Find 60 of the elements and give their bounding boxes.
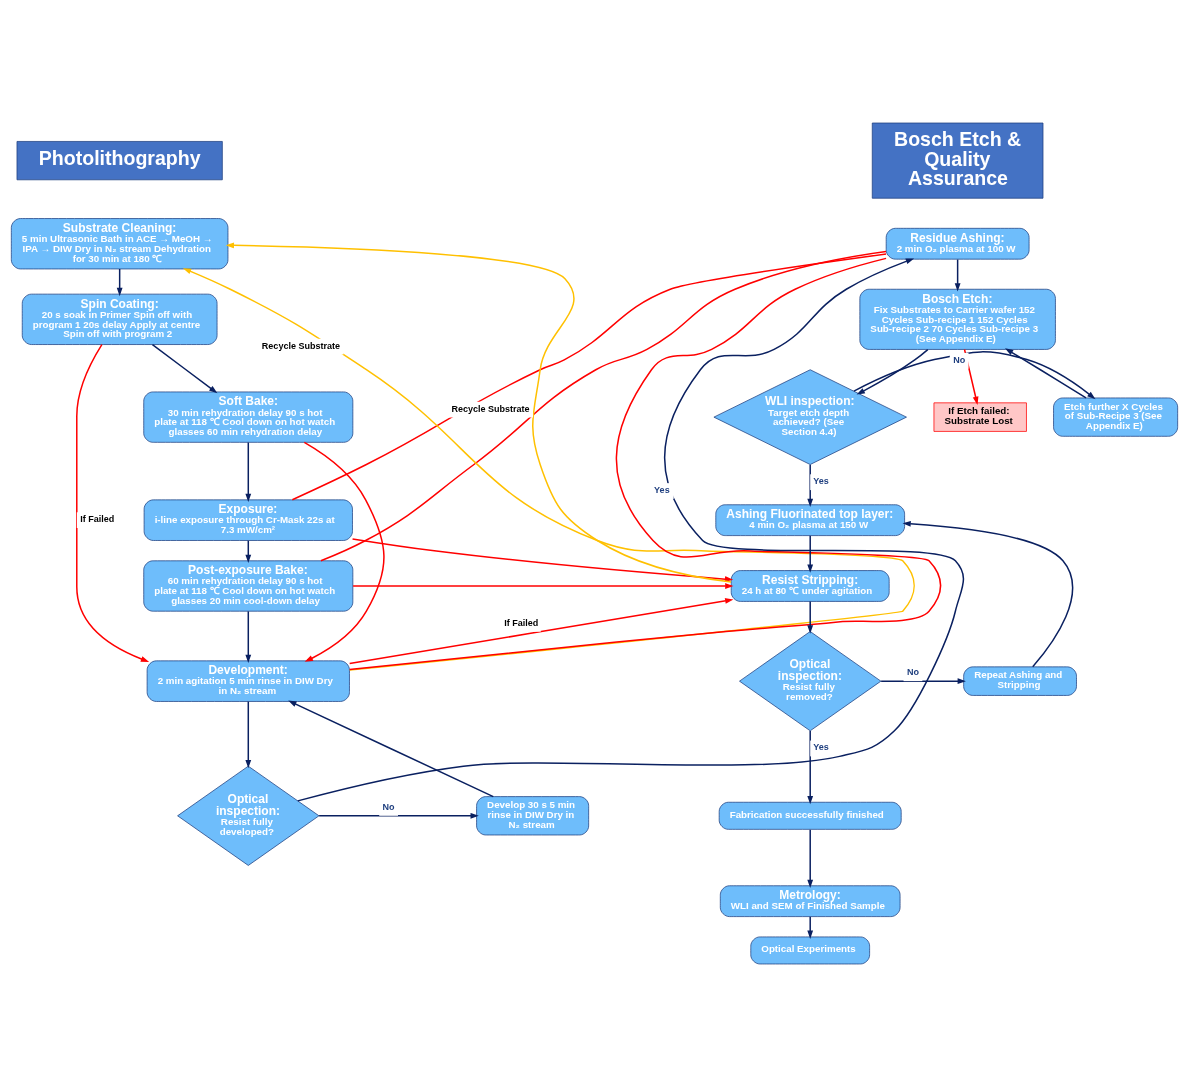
edge-label: Recycle Substrate	[261, 340, 341, 351]
arrow	[807, 915, 814, 939]
arrow	[352, 582, 734, 589]
edge-label: If Failed	[504, 617, 539, 628]
edge-label: No	[382, 801, 395, 812]
connector	[348, 257, 942, 670]
node-box: Post-exposure Bake: 60 min rehydration delay 90 s hot plate at 118 ℃ Cool down on hot watch glasses 20 min cool-down delay	[143, 559, 354, 612]
node-box: Soft Bake: 30 min rehydration delay 90 s hot plate at 118 ℃ Cool down on hot watch glasses 60 min rehydration delay	[143, 391, 354, 443]
arrow	[902, 520, 1074, 668]
arrow	[807, 729, 814, 804]
edge-label: Recycle Substrate	[451, 403, 530, 414]
node-box: Metrology: WLI and SEM of Finished Sample	[719, 884, 901, 917]
arrow	[807, 600, 814, 634]
arrow	[880, 677, 966, 684]
node-box: If Etch failed: Substrate Lost	[933, 401, 1027, 432]
arrow	[351, 537, 734, 582]
node-box: Optical Experiments	[750, 936, 870, 964]
node-box: Etch further X Cycles of Sub-Recipe 3 (See Appendix E)	[1053, 397, 1179, 437]
arrow	[182, 267, 915, 671]
node-box: Resist Stripping: 24 h at 80 ℃ under agitation	[730, 569, 890, 602]
edge-label: Yes	[813, 475, 829, 486]
arrow	[297, 257, 965, 802]
node-diamond: WLI inspection: Target etch depth achieved? (See Section 4.4)	[713, 368, 907, 465]
node-box: Spin Coating: 20 s soak in Primer Spin off with program 1 20s delay Apply at centre Spin off with program 2	[21, 293, 218, 345]
node-box: Ashing Fluorinated top layer: 4 min O₂ plasma at 150 W	[715, 503, 905, 536]
arrow	[225, 242, 732, 583]
node-box: Residue Ashing: 2 min O₂ plasma at 100 W	[885, 227, 1030, 260]
arrow	[963, 348, 979, 405]
arrow	[807, 463, 814, 507]
arrow	[1005, 347, 1087, 399]
edge-label: Yes	[813, 741, 829, 752]
arrow	[807, 828, 814, 888]
arrow	[245, 700, 252, 768]
arrow	[856, 348, 929, 395]
edge-label: If Failed	[80, 513, 115, 524]
arrow	[303, 441, 385, 662]
edge-label: No	[953, 354, 966, 365]
node-box: Fabrication successfully finished	[718, 801, 902, 830]
arrow	[151, 343, 218, 393]
arrow	[288, 700, 494, 797]
arrow	[807, 534, 814, 573]
node-box: Development: 2 min agitation 5 min rinse in DIW Dry in N₂ stream	[146, 659, 350, 702]
edge-label: Yes	[654, 484, 670, 495]
arrow	[245, 441, 252, 502]
arrow	[116, 267, 123, 296]
node-box: Substrate Cleaning: 5 min Ultrasonic Bath in ACE → MeOH → IPA → DIW Dry in N₂ stream Dehydration for 30 min at 180 ℃	[10, 217, 229, 269]
arrow	[348, 597, 734, 664]
arrow	[318, 812, 479, 819]
node-box: Develop 30 s 5 min rinse in DIW Dry in N₂ stream	[476, 795, 590, 835]
node-diamond: Optical inspection: Resist fully developed?	[177, 765, 320, 866]
node-box: Repeat Ashing and Stripping	[963, 666, 1077, 696]
node-box: Exposure: i-line exposure through Cr-Mask 22s at 7.3 mW/cm²	[143, 499, 353, 541]
arrow	[245, 610, 252, 663]
node-box: Bosch Etch: Fix Substrates to Carrier wafer 152 Cycles Sub-recipe 1 152 Cycles Sub-recipe 2 70 Cycles Sub-recipe 3 (See Appendix E)	[859, 288, 1056, 350]
node-box: Photolithography	[16, 140, 223, 180]
connector	[320, 250, 887, 561]
node-diamond: Optical inspection: Resist fully removed?	[739, 630, 882, 731]
arrow	[954, 258, 961, 291]
edge-label: No	[906, 666, 919, 677]
node-box: Bosch Etch & Quality Assurance	[871, 122, 1044, 199]
